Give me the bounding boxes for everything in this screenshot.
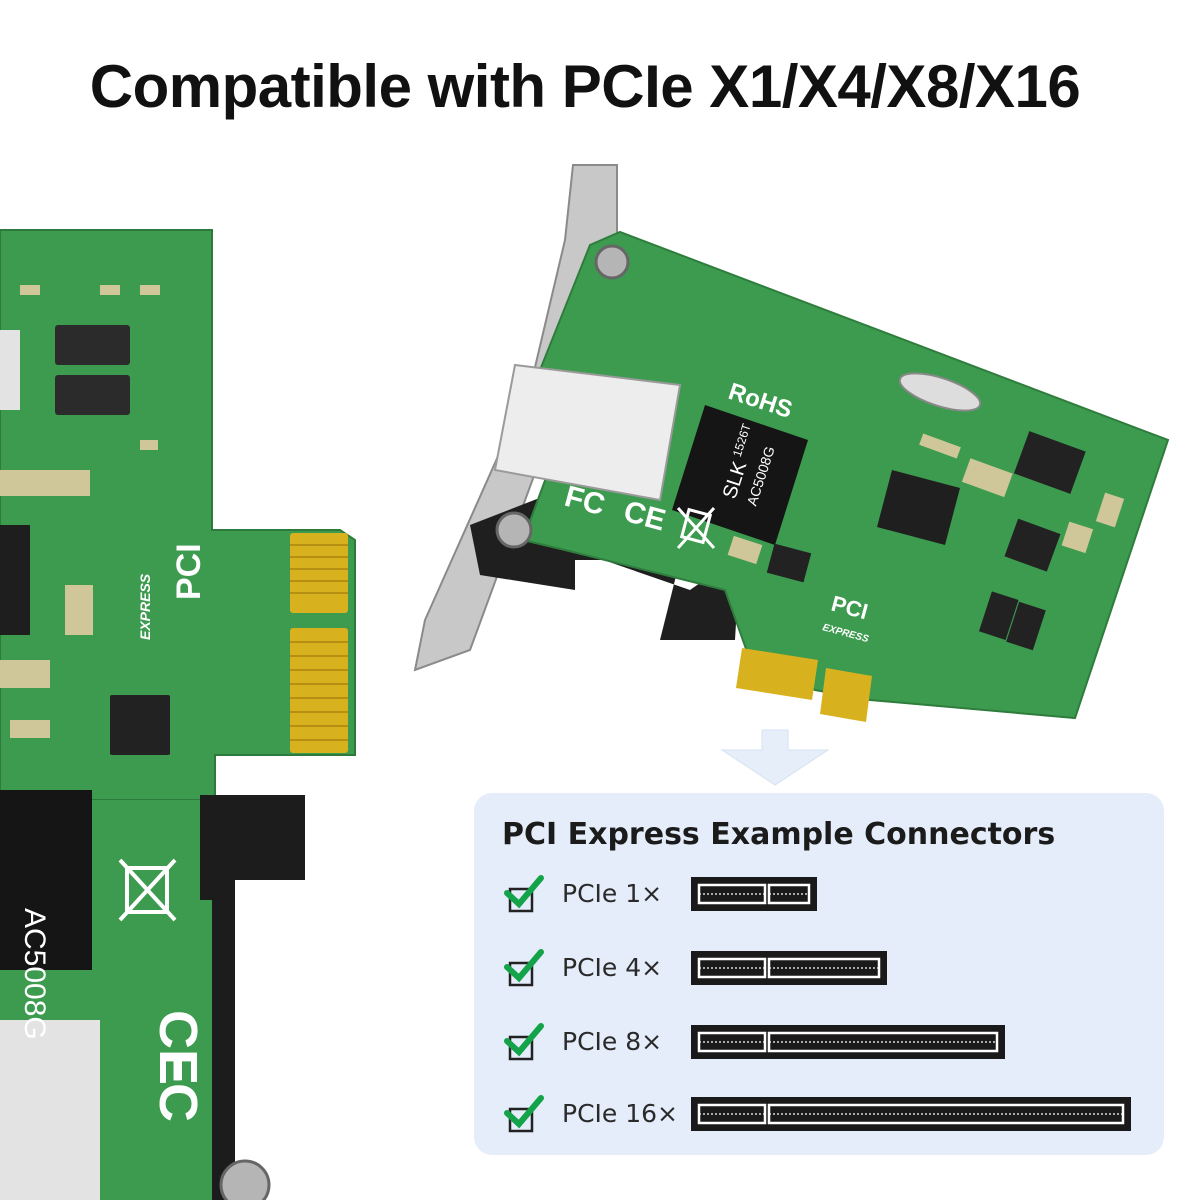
screw-icon [219, 1159, 271, 1200]
slot-x16-graphic [691, 1097, 1131, 1131]
inductor [55, 325, 130, 365]
chip-marking-closeup: AC5008G [18, 908, 51, 1040]
ic [110, 695, 170, 755]
checkmark-icon [504, 949, 544, 987]
panel-title: PCI Express Example Connectors [502, 817, 1056, 852]
connector-label: PCIe 16× [562, 1099, 678, 1128]
connectors-panel: PCI Express Example Connectors PCIe 1× P… [474, 793, 1164, 1155]
gold-contacts-card [736, 648, 872, 722]
slot-x4-graphic [691, 951, 887, 985]
connector-label: PCIe 1× [562, 879, 663, 908]
express-logo-closeup: EXPRESS [137, 573, 153, 640]
closeup-card: PCI EXPRESS AC5008G CE FC [0, 229, 356, 1200]
fcc-logo-closeup: FC [148, 1050, 208, 1122]
screw-icon [495, 511, 533, 549]
screw-icon [594, 244, 630, 280]
connector-row-x1: PCIe 1× [502, 873, 1142, 921]
lan-chip [0, 790, 92, 970]
connector-label: PCIe 8× [562, 1027, 663, 1056]
checkmark-icon [504, 1095, 544, 1133]
connector-row-x8: PCIe 8× [502, 1021, 1142, 1069]
down-arrow-icon [720, 729, 830, 786]
chip [0, 525, 30, 635]
controller-chip [877, 470, 960, 545]
weee-icon-closeup [118, 858, 177, 922]
lan-chip [672, 405, 808, 545]
slot-x8-graphic [691, 1025, 1005, 1059]
connector-row-x4: PCIe 4× [502, 947, 1142, 995]
pci-logo-closeup: PCI [170, 543, 208, 600]
checkmark-icon [504, 1023, 544, 1061]
rj45-port [493, 363, 682, 502]
checkmark-icon [504, 875, 544, 913]
crystal [898, 372, 982, 412]
connector-label: PCIe 4× [562, 953, 663, 982]
headline: Compatible with PCIe X1/X4/X8/X16 [89, 53, 1081, 120]
weee-icon [676, 506, 716, 550]
connector-row-x16: PCIe 16× [502, 1093, 1142, 1141]
angled-card: SLK 1526T AC5008G RoHS FC CE PCI EXPRESS [413, 164, 1170, 722]
inductor [55, 375, 130, 415]
gold-contacts-closeup [290, 533, 348, 753]
slot-x1-graphic [691, 877, 817, 911]
ce-logo-closeup: CE [148, 1010, 208, 1085]
